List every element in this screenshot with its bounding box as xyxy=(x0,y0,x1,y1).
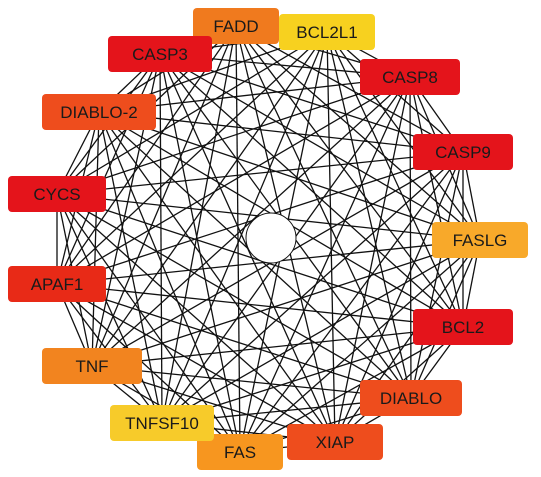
edge-apaf1-casp3 xyxy=(56,53,161,285)
edge-bcl2l1-faslg xyxy=(326,31,481,241)
edge-tnfsf10-diablo-2 xyxy=(98,111,163,424)
edge-bcl2l1-xiap xyxy=(326,31,336,443)
edge-faslg-fas xyxy=(239,239,481,453)
edge-casp8-xiap xyxy=(334,76,411,443)
edge-xiap-casp3 xyxy=(159,53,336,443)
node-fas[interactable]: FAS xyxy=(197,434,283,470)
edge-bcl2l1-tnf xyxy=(91,31,328,367)
edge-bcl2-apaf1 xyxy=(56,283,464,328)
node-label: DIABLO-2 xyxy=(60,103,137,122)
edge-xiap-apaf1 xyxy=(56,283,336,443)
node-xiap[interactable]: XIAP xyxy=(287,424,383,460)
node-box xyxy=(432,222,528,258)
node-box xyxy=(413,309,513,345)
node-label: XIAP xyxy=(316,433,355,452)
node-box xyxy=(360,380,462,416)
node-box xyxy=(279,14,375,50)
node-box xyxy=(413,134,513,170)
edge-diablo-apaf1 xyxy=(56,283,412,399)
node-label: FAS xyxy=(224,443,256,462)
node-label: BCL2 xyxy=(442,318,485,337)
node-label: FADD xyxy=(213,17,258,36)
edge-tnfsf10-cycs xyxy=(56,193,163,424)
node-casp8[interactable]: CASP8 xyxy=(360,59,460,95)
node-label: DIABLO xyxy=(380,389,442,408)
node-diablo-2[interactable]: DIABLO-2 xyxy=(42,94,156,130)
edge-casp9-fas xyxy=(239,151,464,453)
edge-xiap-cycs xyxy=(56,193,336,443)
node-tnf[interactable]: TNF xyxy=(42,348,142,384)
node-label: TNF xyxy=(75,357,108,376)
node-diablo[interactable]: DIABLO xyxy=(360,380,462,416)
edge-fadd-tnf xyxy=(91,25,237,367)
node-bcl2[interactable]: BCL2 xyxy=(413,309,513,345)
node-casp3[interactable]: CASP3 xyxy=(108,36,212,72)
edge-diablo-cycs xyxy=(56,193,412,399)
edge-casp8-bcl2 xyxy=(409,76,464,328)
node-label: BCL2L1 xyxy=(296,23,357,42)
edge-fadd-casp9 xyxy=(235,25,464,153)
node-fadd[interactable]: FADD xyxy=(193,8,279,44)
edge-bcl2-casp3 xyxy=(159,53,464,328)
node-apaf1[interactable]: APAF1 xyxy=(8,266,106,302)
node-box xyxy=(8,266,106,302)
edge-casp8-cycs xyxy=(56,76,411,195)
node-box xyxy=(42,348,142,384)
node-box xyxy=(360,59,460,95)
node-tnfsf10[interactable]: TNFSF10 xyxy=(110,405,214,441)
edge-fas-diablo-2 xyxy=(98,111,241,453)
node-label: CASP3 xyxy=(132,45,188,64)
edge-tnf-diablo-2 xyxy=(91,111,100,367)
edge-casp9-xiap xyxy=(334,151,464,443)
edge-faslg-xiap xyxy=(334,239,481,443)
node-label: APAF1 xyxy=(31,275,84,294)
node-label: CASP9 xyxy=(435,143,491,162)
edge-fas-casp3 xyxy=(159,53,241,453)
edge-bcl2-fas xyxy=(239,326,464,453)
node-label: FASLG xyxy=(453,231,508,250)
edge-casp8-apaf1 xyxy=(56,76,411,285)
edge-casp8-diablo xyxy=(409,76,412,399)
node-box xyxy=(42,94,156,130)
edge-tnfsf10-casp3 xyxy=(159,53,163,424)
edge-bcl2l1-apaf1 xyxy=(56,31,328,285)
edge-xiap-diablo-2 xyxy=(98,111,336,443)
edge-faslg-casp3 xyxy=(159,53,481,241)
node-label: CASP8 xyxy=(382,68,438,87)
edge-diablo-tnf xyxy=(91,365,412,399)
node-label: TNFSF10 xyxy=(125,414,199,433)
edge-casp9-diablo xyxy=(410,151,464,399)
center-hole xyxy=(245,212,297,264)
node-box xyxy=(197,434,283,470)
edge-bcl2-tnf xyxy=(91,326,464,367)
node-box xyxy=(108,36,212,72)
node-casp9[interactable]: CASP9 xyxy=(413,134,513,170)
node-bcl2l1[interactable]: BCL2L1 xyxy=(279,14,375,50)
node-box xyxy=(8,176,106,212)
edge-bcl2l1-bcl2 xyxy=(326,31,464,328)
node-box xyxy=(287,424,383,460)
edge-faslg-diablo-2 xyxy=(98,111,481,241)
node-cycs[interactable]: CYCS xyxy=(8,176,106,212)
edge-casp9-cycs xyxy=(56,151,464,195)
edge-bcl2l1-diablo xyxy=(326,31,412,399)
node-box xyxy=(193,8,279,44)
edge-fadd-bcl2 xyxy=(235,25,464,328)
edge-bcl2l1-cycs xyxy=(56,31,328,195)
edge-faslg-tnf xyxy=(91,239,481,367)
node-box xyxy=(110,405,214,441)
edge-casp9-diablo-2 xyxy=(98,111,464,153)
node-faslg[interactable]: FASLG xyxy=(432,222,528,258)
node-label: CYCS xyxy=(33,185,80,204)
